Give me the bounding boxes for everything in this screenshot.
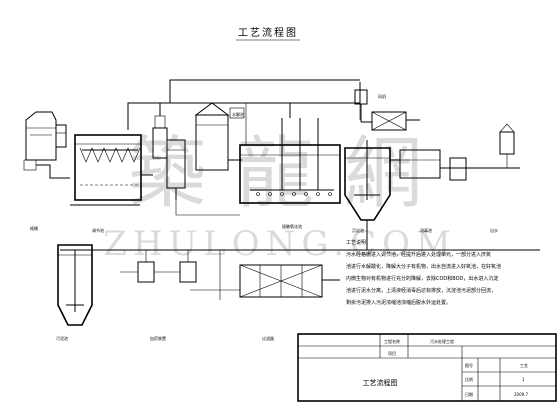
tb-r3-label: 日期	[465, 391, 473, 397]
hydrolysis-tank: 水解池	[194, 102, 245, 171]
disinfection: 消毒池 出水	[390, 123, 520, 233]
aeration-tank: 接触氧化池	[239, 118, 341, 229]
label-settle: 沉淀池	[352, 227, 364, 233]
tb-r1-label: 图号	[465, 362, 473, 368]
label-aero: 接触氧化池	[282, 223, 302, 229]
sludge-tank: 污泥池	[56, 244, 93, 341]
top-pipes	[127, 79, 361, 145]
diagram-title: 工艺流程图	[238, 26, 298, 39]
adjust-tank: 调节池	[74, 134, 142, 233]
watermark-cn: 築龍網	[128, 129, 452, 219]
watermark-en: ZHULONG.COM	[103, 224, 457, 264]
title-block: 工程名称 污水处理工程 项目 工艺流程图 图号 工艺 比例 1 日期 2009.…	[297, 333, 557, 402]
bottom-pipes	[60, 200, 540, 300]
dosing-units: 加药装置	[120, 250, 197, 341]
notes-heading: 工艺说明：	[346, 239, 371, 246]
label-filter: 过滤器	[262, 335, 274, 341]
tb-item-label: 项目	[388, 350, 396, 356]
filter-unit: 过滤器	[239, 264, 340, 341]
tb-r3-value: 2009.7	[514, 392, 528, 397]
blower: 风机	[354, 89, 420, 131]
label-sludge: 污泥池	[56, 335, 68, 341]
label-tank: 水解池	[232, 111, 244, 117]
lift-pump	[141, 103, 186, 200]
notes-line-2: 池进行水解酸化，降解大分子有机物，出水自流进入好氧池，在好氧池	[346, 263, 501, 270]
process-notes: 工艺说明： 污水经格栅进入调节池，经提升后进入处理单元，一部分进入厌氧 池进行水…	[346, 239, 501, 306]
tb-drawing-title: 工艺流程图	[363, 378, 398, 387]
label-blower: 风机	[378, 93, 386, 99]
label-dosing: 加药装置	[150, 335, 166, 341]
settling-tank: 沉淀池	[344, 140, 391, 233]
notes-line-5: 剩余污泥排入污泥浓缩池浓缩后脱水外运处置。	[346, 299, 451, 306]
notes-line-4: 池进行泥水分离，上清液经消毒后达标排放，沉淀池污泥部分回流，	[346, 287, 496, 294]
label-grid: 格栅	[30, 225, 38, 231]
grid-screen: 格栅	[23, 111, 70, 231]
tb-r2-value: 1	[522, 377, 525, 382]
tb-r1-value: 工艺	[520, 363, 528, 368]
tb-r2-label: 比例	[465, 376, 473, 382]
notes-line-3: 内微生物对有机物进行充分的降解，去除COD和BOD，出水进入沉淀	[346, 275, 498, 282]
label-adjust: 调节池	[92, 227, 104, 233]
label-outlet: 出水	[490, 227, 498, 233]
notes-line-1: 污水经格栅进入调节池，经提升后进入处理单元，一部分进入厌氧	[346, 251, 491, 258]
tb-project-value: 污水处理工程	[430, 338, 454, 344]
label-disinfect: 消毒池	[420, 227, 432, 233]
tb-project-label: 工程名称	[384, 338, 400, 344]
